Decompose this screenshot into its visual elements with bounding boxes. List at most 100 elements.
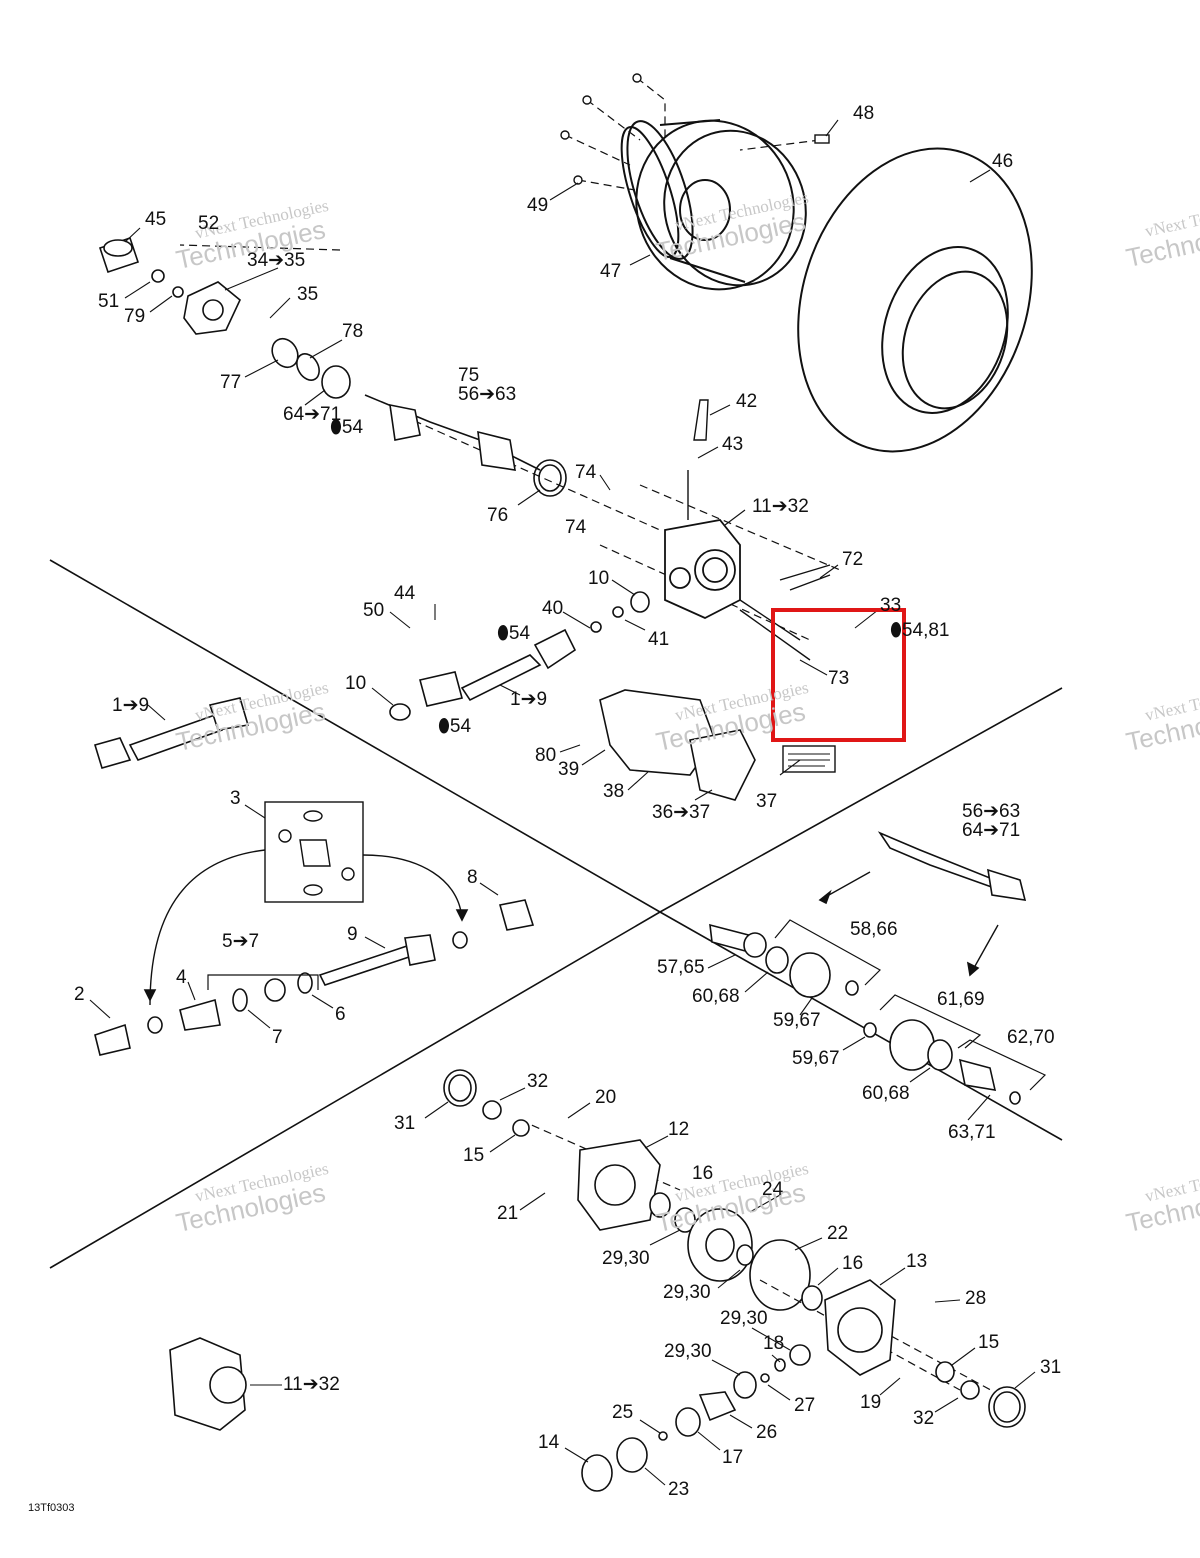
part-callout: 1➔9 [112, 695, 150, 716]
part-callout: 15 [463, 1145, 485, 1166]
part-callout: 63,71 [948, 1122, 996, 1143]
part-callout: 60,68 [862, 1083, 910, 1104]
part-callout: 75 [458, 365, 480, 386]
part-callout: 13 [906, 1251, 928, 1272]
part-callout: 29,30 [602, 1248, 650, 1269]
part-callout: ⬮54 [497, 623, 531, 644]
part-callout: 21 [497, 1203, 519, 1224]
part-callout: 11➔32 [752, 496, 809, 517]
cv-axle-right [709, 831, 1027, 1105]
part-callout: 50 [363, 600, 385, 621]
part-callout: 60,68 [692, 986, 740, 1007]
part-callout: 8 [467, 867, 478, 888]
part-callout: 49 [527, 195, 549, 216]
part-callout: 73 [828, 668, 850, 689]
part-callout: 29,30 [720, 1308, 768, 1329]
part-callout: 10 [588, 568, 610, 589]
part-callout: 7 [272, 1027, 283, 1048]
part-callout: 80 [535, 745, 557, 766]
part-callout: 36➔37 [652, 802, 711, 823]
part-callout: 5➔7 [222, 931, 260, 952]
part-callout: 51 [98, 291, 120, 312]
part-callout: 14 [538, 1432, 560, 1453]
divider-line [49, 559, 661, 913]
warning-label [782, 745, 836, 773]
wheel-rim [620, 119, 807, 291]
part-callout: 11➔32 [283, 1374, 340, 1395]
part-callout: 19 [860, 1392, 882, 1413]
part-callout: 58,66 [850, 919, 898, 940]
part-callout: 22 [827, 1223, 849, 1244]
part-callout: 59,67 [773, 1010, 821, 1031]
part-callout: 76 [487, 505, 509, 526]
part-callout: 3 [230, 788, 241, 809]
part-callout: 17 [722, 1447, 744, 1468]
part-callout: 33 [880, 595, 902, 616]
part-callout: 44 [394, 583, 416, 604]
part-callout: 78 [342, 321, 364, 342]
figure-id: 13Tf0303 [28, 1502, 75, 1514]
part-callout: 42 [736, 391, 758, 412]
part-callout: 2 [74, 984, 85, 1005]
part-callout: 16 [692, 1163, 714, 1184]
part-callout: 46 [992, 151, 1014, 172]
part-callout: 45 [145, 209, 167, 230]
part-callout: 43 [722, 434, 744, 455]
part-callout: 15 [978, 1332, 1000, 1353]
part-callout: 79 [124, 306, 146, 327]
part-callout: 1➔9 [510, 689, 548, 710]
wheel-hub-assembly [98, 236, 567, 497]
part-callout: ⬮54 [438, 716, 472, 737]
part-callout: 29,30 [663, 1282, 711, 1303]
part-callout: ⬮54 [330, 417, 364, 438]
part-callout: 39 [558, 759, 580, 780]
part-callout: 56➔63 [458, 384, 517, 405]
part-callout: 56➔63 [962, 801, 1021, 822]
part-callout: 32 [913, 1408, 935, 1429]
part-callout: 26 [756, 1422, 778, 1443]
part-callout: 48 [853, 103, 875, 124]
part-callout: 31 [394, 1113, 416, 1134]
part-callout: 20 [595, 1087, 617, 1108]
part-callout: ⬮54,81 [890, 620, 950, 641]
part-callout: 23 [668, 1479, 690, 1500]
part-callout: 62,70 [1007, 1027, 1055, 1048]
part-callout: 32 [527, 1071, 549, 1092]
skid-plate [599, 689, 756, 801]
part-callout: 52 [198, 213, 220, 234]
part-callout: 57,65 [657, 957, 705, 978]
part-callout: 28 [965, 1288, 987, 1309]
part-callout: 27 [794, 1395, 816, 1416]
part-callout: 77 [220, 372, 242, 393]
tire [797, 147, 1033, 453]
part-callout: 61,69 [937, 989, 985, 1010]
part-callout: 24 [762, 1179, 784, 1200]
part-callout: 18 [763, 1333, 785, 1354]
part-callout: 64➔71 [283, 404, 342, 425]
propeller-shaft-center [389, 591, 650, 721]
part-callout: 37 [756, 791, 778, 812]
part-callout: 10 [345, 673, 367, 694]
part-callout: 4 [176, 967, 187, 988]
drive-shaft-lower [94, 899, 535, 1056]
part-callout: 12 [668, 1119, 690, 1140]
part-callout: 9 [347, 924, 358, 945]
breather-spring [687, 399, 709, 520]
differential-housing-upper [664, 519, 741, 619]
part-callout: 25 [612, 1402, 634, 1423]
part-callout: 35 [297, 284, 319, 305]
part-callout: 6 [335, 1004, 346, 1025]
part-callout: 74 [575, 462, 597, 483]
part-callout: 16 [842, 1253, 864, 1274]
part-callout: 40 [542, 598, 564, 619]
part-callout: 59,67 [792, 1048, 840, 1069]
part-callout: 38 [603, 781, 625, 802]
propeller-shaft-left [93, 697, 250, 769]
part-callout: 29,30 [664, 1341, 712, 1362]
part-callout: 31 [1040, 1357, 1062, 1378]
differential-lower [169, 1069, 1026, 1492]
part-callout: 64➔71 [962, 820, 1021, 841]
highlight-box [771, 608, 906, 742]
